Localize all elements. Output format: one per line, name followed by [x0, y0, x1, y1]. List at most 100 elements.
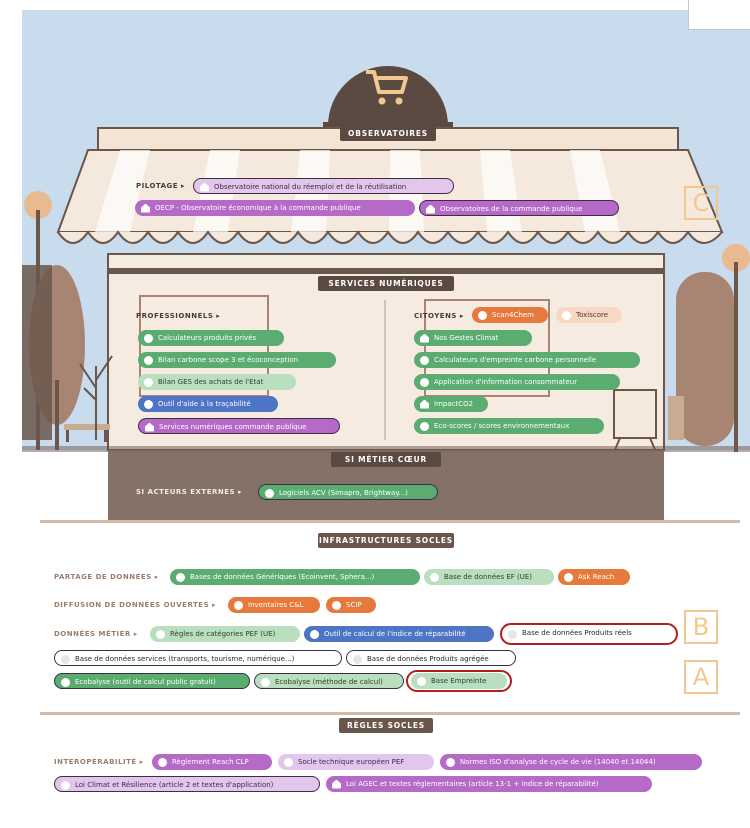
- circle-icon: [332, 600, 341, 610]
- pilotage-item-observatoires-commande[interactable]: Observatoires de la commande publique: [419, 200, 619, 216]
- circle-icon: [417, 676, 426, 686]
- circle-icon: [353, 654, 362, 664]
- circle-icon: [284, 757, 293, 767]
- circle-icon: [310, 629, 319, 639]
- circle-icon: [234, 600, 243, 610]
- professionnels-label: PROFESSIONNELS ▸: [136, 312, 221, 320]
- metier-item-indice-reparabilite[interactable]: Outil de calcul de l'indice de réparabil…: [304, 626, 494, 642]
- circle-icon: [261, 677, 270, 687]
- house-icon: [420, 333, 429, 343]
- interop-item-loi-climat[interactable]: Loi Climat et Résilience (article 2 et t…: [54, 776, 320, 792]
- metier-item-produits-reels[interactable]: Base de données Produits réels: [500, 623, 678, 645]
- metier-item-services[interactable]: Base de données services (transports, to…: [54, 650, 342, 666]
- pro-item-bilan-ges[interactable]: Bilan GES des achats de l'Etat: [138, 374, 296, 390]
- corner-frame: [688, 0, 750, 30]
- interop-item-reach-clp[interactable]: Règlement Reach CLP: [152, 754, 272, 770]
- regles-header: RÈGLES SOCLES: [339, 718, 433, 733]
- shop-dome: [323, 66, 453, 130]
- pilotage-item-oecp[interactable]: OECP - Observatoire économique à la comm…: [135, 200, 415, 216]
- circle-icon: [158, 757, 167, 767]
- tree: [79, 355, 113, 440]
- infrastructures-label: INFRASTRUCTURES SOCLES: [319, 536, 453, 545]
- cit-item-empreinte[interactable]: Calculateurs d'empreinte carbone personn…: [414, 352, 640, 368]
- circle-icon: [265, 488, 274, 498]
- partage-item-ask-reach[interactable]: Ask Reach: [558, 569, 630, 585]
- regles-label: RÈGLES SOCLES: [347, 721, 425, 730]
- lamp-right: [722, 244, 750, 452]
- metier-label: DONNÉES MÉTIER ▸: [54, 630, 138, 638]
- pilotage-label: PILOTAGE ▸: [136, 182, 186, 190]
- partage-item-base-ef[interactable]: Base de données EF (UE): [424, 569, 554, 585]
- circle-icon: [562, 310, 571, 320]
- si-metier-header: SI MÉTIER CŒUR: [331, 452, 441, 467]
- cit-item-nos-gestes[interactable]: Nos Gestes Climat: [414, 330, 532, 346]
- circle-icon: [156, 629, 165, 639]
- metier-item-base-empreinte[interactable]: Base Empreinte: [411, 673, 507, 689]
- marker-c: C: [684, 186, 718, 220]
- circle-icon: [508, 630, 517, 639]
- circle-icon: [176, 572, 185, 582]
- circle-icon: [420, 377, 429, 387]
- si-acteurs-label: SI ACTEURS EXTERNES ▸: [136, 488, 243, 496]
- interop-label: INTEROPÉRABILITÉ ▸: [54, 758, 144, 766]
- marker-b: B: [684, 610, 718, 644]
- circle-icon: [478, 310, 487, 320]
- house-icon: [332, 779, 341, 789]
- si-metier-label: SI MÉTIER CŒUR: [344, 455, 428, 464]
- diffusion-item-inventaires[interactable]: Inventaires C&L: [228, 597, 320, 613]
- circle-icon: [144, 355, 153, 365]
- cit-item-impactco2[interactable]: ImpactCO2: [414, 396, 488, 412]
- metier-item-ecobalyse-methode[interactable]: Ecobalyse (méthode de calcul): [254, 673, 404, 689]
- observatoires-label: OBSERVATOIRES: [348, 129, 428, 138]
- house-icon: [426, 204, 435, 214]
- diffusion-item-scip[interactable]: SCIP: [326, 597, 376, 613]
- bench: [64, 424, 110, 430]
- interop-item-normes-iso[interactable]: Normes ISO d'analyse de cycle de vie (14…: [440, 754, 702, 770]
- circle-icon: [144, 399, 153, 409]
- bush-right: [676, 272, 734, 446]
- circle-icon: [144, 333, 153, 343]
- circle-icon: [446, 757, 455, 767]
- circle-icon: [144, 377, 153, 387]
- house-icon: [145, 422, 154, 432]
- cit-item-toxiscore[interactable]: Toxiscore: [556, 307, 622, 323]
- services-label: SERVICES NUMÉRIQUES: [328, 279, 444, 288]
- partage-label: PARTAGE DE DONNÉES ▸: [54, 573, 159, 581]
- pro-item-commande-publique[interactable]: Services numériques commande publique: [138, 418, 340, 434]
- partage-item-bases-generiques[interactable]: Bases de données Génériques (Ecoinvent, …: [170, 569, 420, 585]
- interop-item-loi-agec[interactable]: Loi AGEC et textes réglementaires (artic…: [326, 776, 652, 792]
- house-icon: [141, 203, 150, 213]
- house-icon: [200, 182, 209, 192]
- cit-item-application[interactable]: Application d'information consommateur: [414, 374, 620, 390]
- cit-item-scan4chem[interactable]: Scan4Chem: [472, 307, 548, 323]
- pro-item-tracabilite[interactable]: Outil d'aide à la traçabilité: [138, 396, 278, 412]
- circle-icon: [61, 677, 70, 687]
- circle-icon: [420, 355, 429, 365]
- sign-board: [613, 389, 657, 453]
- interop-item-socle-pef[interactable]: Socle technique européen PEF: [278, 754, 434, 770]
- marker-a: A: [684, 660, 718, 694]
- metier-item-ecobalyse-outil[interactable]: Ecobalyse (outil de calcul public gratui…: [54, 673, 250, 689]
- pro-item-bilan-carbone[interactable]: Bilan carbone scope 3 et écoconception: [138, 352, 336, 368]
- circle-icon: [420, 421, 429, 431]
- cit-item-eco-scores[interactable]: Eco-scores / scores environnementaux: [414, 418, 604, 434]
- cart-icon: [366, 70, 408, 105]
- circle-icon: [61, 654, 70, 664]
- circle-icon: [430, 572, 439, 582]
- infrastructures-header: INFRASTRUCTURES SOCLES: [318, 533, 454, 548]
- metier-item-regles-pef[interactable]: Règles de catégories PEF (UE): [150, 626, 300, 642]
- pilotage-item-observatoire-reemploi[interactable]: Observatoire national du réemploi et de …: [193, 178, 454, 194]
- pro-item-calculateurs[interactable]: Calculateurs produits privés: [138, 330, 284, 346]
- citoyens-label: CITOYENS ▸: [414, 312, 464, 320]
- circle-icon: [61, 780, 70, 790]
- metier-item-produits-agregee[interactable]: Base de données Produits agrégée: [346, 650, 516, 666]
- house-icon: [420, 399, 429, 409]
- circle-icon: [564, 572, 573, 582]
- services-header: SERVICES NUMÉRIQUES: [318, 276, 454, 291]
- observatoires-header: OBSERVATOIRES: [340, 126, 436, 141]
- base-empreinte-highlight: [406, 670, 512, 692]
- diffusion-label: DIFFUSION DE DONNÉES OUVERTES ▸: [54, 601, 217, 609]
- si-item-logiciels-acv[interactable]: Logiciels ACV (Simapro, Brightway...): [258, 484, 438, 500]
